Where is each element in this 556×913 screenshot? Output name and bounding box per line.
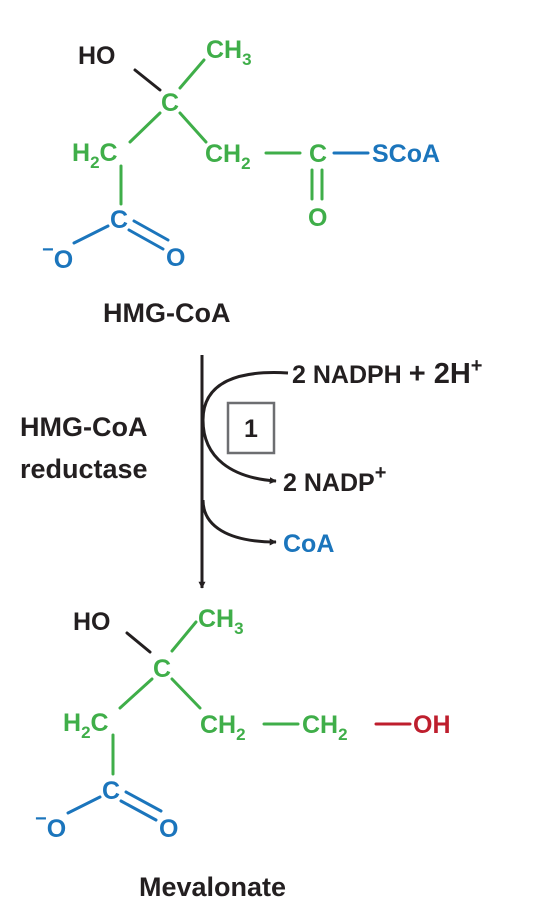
hmg-coa-structure: HO CH3 C H2C CH2 C SCoA O C −O O HMG-CoA bbox=[42, 36, 440, 328]
mev-center-carbon: C bbox=[153, 655, 171, 683]
enzyme-name-line1: HMG-CoA bbox=[20, 412, 147, 442]
mev-ch3-label: CH3 bbox=[198, 605, 244, 638]
hmg-thioester-carbon: C bbox=[309, 140, 327, 168]
mev-ch2-second-label: CH2 bbox=[302, 711, 348, 744]
carbc-ominus-bond bbox=[72, 224, 110, 245]
mev-hydroxyl-label: OH bbox=[413, 711, 451, 739]
hmg-scoa-label: SCoA bbox=[372, 140, 440, 168]
carbc-odouble-bond-2 bbox=[127, 228, 165, 251]
nadph-nadp-curved-arrow bbox=[201, 371, 289, 485]
c-ch2-bond bbox=[178, 111, 208, 144]
mev-carboxylate-oxygen-minus: −O bbox=[35, 808, 66, 843]
c-h2c-bond bbox=[128, 111, 162, 144]
enzyme-name-line2: reductase bbox=[20, 454, 148, 484]
nadph-input-label: 2 NADPH + 2H+ bbox=[292, 355, 482, 390]
mev-carbc-odouble-bond-2 bbox=[119, 799, 158, 822]
mev-c-h2c-bond bbox=[118, 677, 154, 710]
mevalonate-name: Mevalonate bbox=[139, 872, 286, 902]
mev-ch3-c-bond bbox=[170, 620, 198, 653]
step-number: 1 bbox=[244, 415, 258, 443]
nadp-output-label: 2 NADP+ bbox=[283, 462, 386, 497]
mev-ho-c-bond bbox=[125, 631, 152, 654]
reaction-step: HMG-CoA reductase 1 2 NADPH + 2H+ 2 NADP… bbox=[20, 355, 482, 589]
carbc-odouble-bond-1 bbox=[132, 219, 170, 242]
mev-ho-label: HO bbox=[73, 608, 111, 636]
step-number-box bbox=[226, 401, 276, 455]
hmg-keto-oxygen: O bbox=[308, 204, 327, 232]
hmg-carboxylate-oxygen-minus: −O bbox=[42, 239, 73, 274]
mev-ch2-first-label: CH2 bbox=[200, 711, 246, 744]
hmg-ho-label: HO bbox=[78, 42, 116, 70]
mev-carboxyl-double-oxygen: O bbox=[159, 815, 178, 843]
mev-carbc-ominus-bond bbox=[66, 795, 102, 815]
coa-release-curved-arrow bbox=[201, 499, 277, 546]
mev-carboxyl-carbon: C bbox=[102, 777, 120, 805]
ch3-c-bond bbox=[178, 58, 206, 90]
hmg-h2c-label: H2C bbox=[72, 139, 118, 172]
hmg-center-carbon: C bbox=[161, 89, 179, 117]
hmg-ch3-label: CH3 bbox=[206, 36, 252, 69]
hmg-carboxyl-carbon: C bbox=[110, 206, 128, 234]
hmg-carboxyl-double-oxygen: O bbox=[166, 244, 185, 272]
coa-output-label: CoA bbox=[283, 530, 334, 558]
mev-c-ch2-bond bbox=[170, 677, 202, 710]
hmg-ch2-label: CH2 bbox=[205, 140, 251, 173]
ho-c-bond bbox=[133, 68, 162, 92]
hmg-coa-name: HMG-CoA bbox=[103, 298, 230, 328]
mev-carbc-odouble-bond-1 bbox=[124, 790, 163, 813]
mevalonate-structure: HO CH3 C H2C CH2 CH2 OH C −O O Mevalonat… bbox=[35, 605, 451, 902]
mev-h2c-label: H2C bbox=[63, 709, 109, 742]
